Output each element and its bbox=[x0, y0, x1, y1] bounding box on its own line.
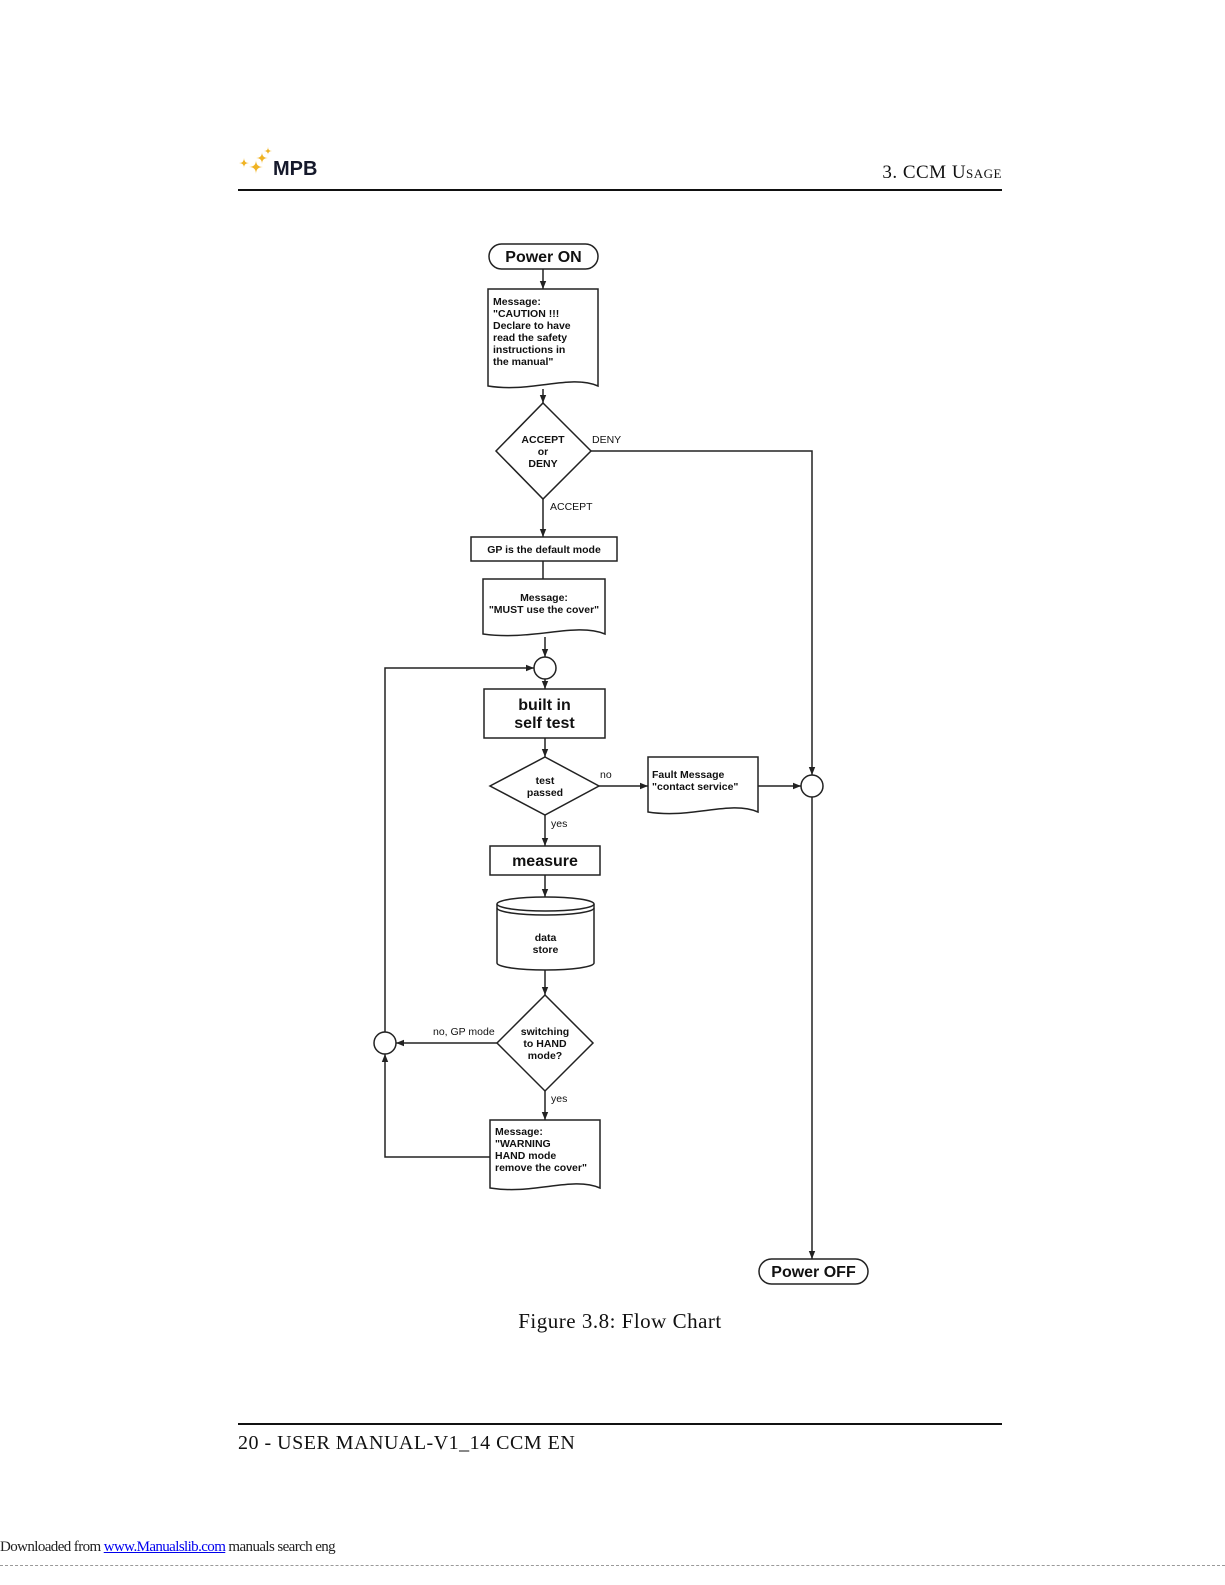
caution-message-line: "CAUTION !!! bbox=[493, 308, 559, 320]
self-test-process bbox=[483, 688, 606, 739]
accept-deny-line: ACCEPT bbox=[521, 434, 565, 446]
yes-switch-edge-label: yes bbox=[551, 1093, 567, 1105]
deny-edge-label: DENY bbox=[592, 434, 621, 446]
test-passed-decision bbox=[488, 756, 601, 816]
download-notice-suffix: manuals search eng bbox=[228, 1539, 336, 1555]
warning-message-line: "WARNING bbox=[495, 1138, 551, 1150]
fault-message-line: Fault Message bbox=[652, 769, 725, 781]
measure-label: measure bbox=[512, 853, 578, 870]
cover-message-line: "MUST use the cover" bbox=[489, 604, 599, 616]
manualslib-link[interactable]: www.Manualslib.com bbox=[103, 1539, 226, 1555]
accept-deny-decision bbox=[494, 401, 593, 501]
mpb-logo: MPB bbox=[239, 147, 317, 180]
figure-caption: Figure 3.8: Flow Chart bbox=[518, 1309, 722, 1333]
accept-deny-line: DENY bbox=[528, 458, 557, 470]
accept-edge-label: ACCEPT bbox=[550, 501, 593, 513]
fault-message-document bbox=[647, 756, 759, 815]
fault-message-line: "contact service" bbox=[652, 781, 738, 793]
sparkle-icon bbox=[256, 152, 268, 164]
caution-message-line: Message: bbox=[493, 296, 541, 308]
switching-decision bbox=[495, 993, 595, 1093]
data-store-line: store bbox=[533, 944, 559, 956]
power-off-terminal bbox=[758, 1258, 869, 1285]
switching-line: switching bbox=[521, 1026, 569, 1038]
data-store-top bbox=[496, 896, 595, 912]
caution-message-document bbox=[487, 288, 599, 389]
switching-line: mode? bbox=[528, 1050, 562, 1062]
no-gp-mode-edge-label: no, GP mode bbox=[433, 1026, 495, 1038]
edge-loop-back bbox=[384, 664, 534, 1032]
caution-message-line: the manual" bbox=[493, 356, 553, 368]
logo-wordmark: MPB bbox=[273, 158, 317, 180]
footer-divider bbox=[238, 1423, 1002, 1425]
cover-message-line: Message: bbox=[520, 592, 568, 604]
power-on-label: Power ON bbox=[505, 249, 581, 266]
caution-message-line: Declare to have bbox=[493, 320, 571, 332]
caution-message-line: instructions in bbox=[493, 344, 565, 356]
yes-edge-label: yes bbox=[551, 818, 567, 830]
edge-warning-loop bbox=[381, 1054, 490, 1158]
page-footer: 20 - USER MANUAL-V1_14 CCM EN bbox=[238, 1432, 576, 1454]
default-mode-label: GP is the default mode bbox=[487, 544, 601, 556]
data-store-cylinder bbox=[496, 904, 595, 971]
edge-deny bbox=[591, 450, 816, 775]
power-on-terminal bbox=[488, 243, 599, 270]
warning-message-line: remove the cover" bbox=[495, 1162, 587, 1174]
loop-junction bbox=[533, 656, 557, 680]
caution-message-line: read the safety bbox=[493, 332, 567, 344]
self-test-line: self test bbox=[514, 715, 575, 732]
test-passed-line: passed bbox=[527, 787, 563, 799]
test-passed-line: test bbox=[536, 775, 555, 787]
warning-message-line: Message: bbox=[495, 1126, 543, 1138]
switching-line: to HAND bbox=[523, 1038, 567, 1050]
download-notice-prefix: Downloaded from bbox=[0, 1539, 101, 1555]
warning-message-document bbox=[489, 1119, 601, 1191]
return-junction bbox=[373, 1031, 397, 1055]
shutdown-junction bbox=[800, 774, 824, 798]
sparkle-icon bbox=[239, 158, 249, 168]
power-off-label: Power OFF bbox=[771, 1264, 856, 1281]
data-store-rim bbox=[496, 907, 595, 916]
no-edge-label: no bbox=[600, 769, 612, 781]
default-mode-process bbox=[470, 536, 618, 562]
data-store-line: data bbox=[535, 932, 557, 944]
cover-message-document bbox=[482, 578, 606, 637]
header-divider bbox=[238, 189, 1002, 191]
sparkle-icon bbox=[249, 160, 263, 174]
measure-process bbox=[489, 845, 601, 876]
warning-message-line: HAND mode bbox=[495, 1150, 556, 1162]
self-test-line: built in bbox=[518, 697, 570, 714]
section-title: 3. CCM Usage bbox=[882, 162, 1002, 183]
accept-deny-line: or bbox=[538, 446, 549, 458]
download-notice: Downloaded from www.Manualslib.com manua… bbox=[0, 1539, 1225, 1566]
sparkle-icon bbox=[264, 147, 272, 155]
